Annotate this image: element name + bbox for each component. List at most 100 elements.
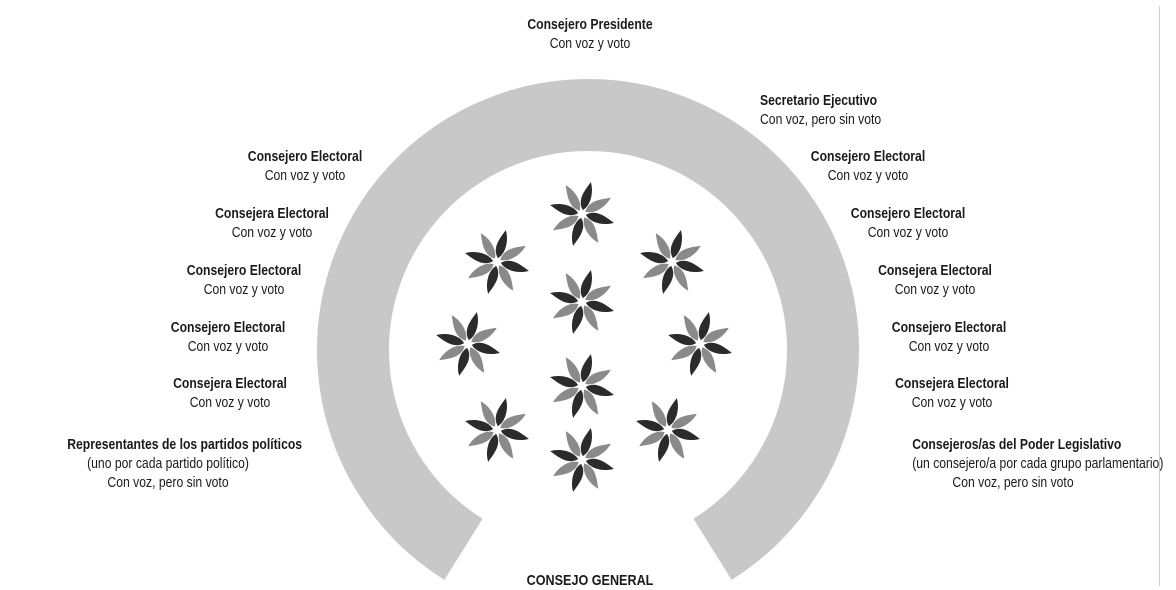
emblem-petal (580, 270, 592, 299)
right-councillor-4-role: Con voz y voto (908, 339, 990, 355)
emblem-petal (500, 245, 526, 261)
emblem-petal (451, 315, 467, 341)
emblem-petal (480, 401, 496, 427)
emblem-petal (690, 347, 702, 376)
right-councillor-1: Consejero Electoral Con voz y voto (801, 148, 935, 186)
president-title: Consejero Presidente (527, 17, 653, 33)
emblem-petal (703, 342, 732, 354)
emblem-flower-icon (550, 182, 614, 246)
emblem-petal (553, 215, 579, 231)
emblem-petal (585, 197, 611, 213)
emblem-petal (701, 347, 717, 373)
emblem-petal (565, 273, 581, 299)
emblem-petal (675, 245, 701, 261)
emblem-petal (670, 230, 682, 259)
emblem-petal (487, 433, 499, 462)
emblem-group (436, 182, 732, 492)
party-representatives-title: Representantes de los partidos políticos (67, 437, 303, 453)
emblem-petal (487, 265, 499, 294)
emblem-petal (553, 303, 579, 319)
left-councillor-3-role: Con voz y voto (203, 282, 285, 298)
emblem-flower-icon (668, 312, 732, 376)
emblem-petal (585, 384, 614, 396)
secretary-title: Secretario Ejecutivo (760, 93, 878, 109)
emblem-petal (666, 398, 678, 427)
emblem-petal (671, 413, 697, 429)
emblem-petal (585, 212, 614, 224)
emblem-petal (669, 433, 685, 459)
emblem-petal (673, 265, 689, 291)
left-councillor-2-title: Consejera Electoral (215, 206, 329, 222)
emblem-petal (465, 420, 494, 432)
emblem-flower-icon (550, 270, 614, 334)
right-councillor-2-title: Consejero Electoral (850, 206, 966, 222)
right-councillor-2: Consejero Electoral Con voz y voto (841, 205, 975, 243)
emblem-petal (636, 420, 665, 432)
horseshoe-arc (317, 79, 859, 580)
right-councillor-4-title: Consejero Electoral (891, 320, 1007, 336)
left-councillor-4-role: Con voz y voto (187, 339, 269, 355)
emblem-petal (583, 217, 599, 243)
emblem-petal (668, 334, 697, 346)
emblem-petal (439, 345, 465, 361)
emblem-petal (580, 428, 592, 457)
emblem-petal (468, 263, 494, 279)
emblem-petal (550, 292, 579, 304)
left-councillor-1: Consejero Electoral Con voz y voto (238, 148, 372, 186)
emblem-petal (565, 431, 581, 457)
right-councillor-1-role: Con voz y voto (827, 168, 909, 184)
emblem-petal (495, 398, 507, 427)
emblem-petal (585, 443, 611, 459)
emblem-petal (500, 428, 529, 440)
legislative-councillors-label: Consejeros/as del Poder Legislativo (un … (912, 436, 1164, 493)
emblem-petal (471, 342, 500, 354)
emblem-flower-icon (436, 312, 500, 376)
left-councillor-5-title: Consejera Electoral (173, 376, 287, 392)
page-edge-divider (1159, 6, 1160, 586)
left-councillor-4-title: Consejero Electoral (170, 320, 286, 336)
emblem-petal (643, 263, 669, 279)
left-councillor-5: Consejera Electoral Con voz y voto (163, 375, 297, 413)
emblem-petal (583, 389, 599, 415)
emblem-flower-icon (465, 230, 529, 294)
emblem-petal (675, 260, 704, 272)
emblem-petal (639, 431, 665, 447)
right-councillor-2-role: Con voz y voto (867, 225, 949, 241)
emblem-petal (500, 260, 529, 272)
emblem-petal (465, 252, 494, 264)
emblem-petal (671, 428, 700, 440)
left-councillor-3-title: Consejero Electoral (186, 263, 302, 279)
president-label: Consejero Presidente Con voz y voto (523, 16, 657, 54)
emblem-petal (585, 300, 614, 312)
legislative-councillors-note: (un consejero/a por cada grupo parlament… (912, 456, 1164, 472)
left-councillor-2: Consejera Electoral Con voz y voto (205, 205, 339, 243)
emblem-petal (580, 182, 592, 211)
emblem-flower-icon (550, 428, 614, 492)
emblem-petal (553, 387, 579, 403)
council-name: CONSEJO GENERAL (526, 572, 654, 589)
right-councillor-4: Consejero Electoral Con voz y voto (882, 319, 1016, 357)
party-representatives-role: Con voz, pero sin voto (107, 475, 229, 491)
emblem-petal (651, 401, 667, 427)
emblem-petal (698, 312, 710, 341)
party-representatives-note: (uno por cada partido político) (87, 456, 249, 472)
emblem-petal (640, 252, 669, 264)
emblem-petal (550, 204, 579, 216)
legislative-councillors-role: Con voz, pero sin voto (952, 475, 1074, 491)
emblem-petal (565, 357, 581, 383)
president-role: Con voz y voto (549, 36, 631, 52)
right-councillor-5: Consejera Electoral Con voz y voto (885, 375, 1019, 413)
emblem-petal (469, 347, 485, 373)
emblem-petal (550, 376, 579, 388)
left-councillor-5-role: Con voz y voto (189, 395, 271, 411)
emblem-petal (500, 413, 526, 429)
emblem-petal (583, 305, 599, 331)
emblem-petal (468, 431, 494, 447)
emblem-petal (436, 334, 465, 346)
emblem-petal (658, 433, 670, 462)
emblem-flower-icon (550, 354, 614, 418)
emblem-petal (498, 433, 514, 459)
left-councillor-1-role: Con voz y voto (264, 168, 346, 184)
